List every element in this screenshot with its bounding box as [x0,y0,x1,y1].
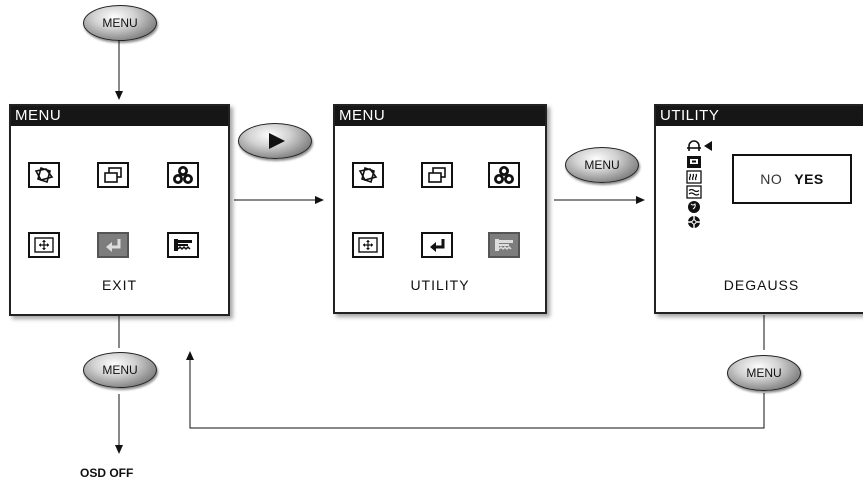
degauss-option-box: NO YES [732,154,852,204]
rgb-color-icon[interactable] [488,162,520,188]
menu-button-right-bottom[interactable]: MENU [727,355,801,391]
panel-title: MENU [335,106,545,126]
window-icon[interactable] [97,162,129,188]
panel-caption: UTILITY [410,277,470,293]
rgb-color-icon[interactable] [167,162,199,188]
option-yes[interactable]: YES [794,171,824,187]
color-temp-icon[interactable] [686,215,702,229]
exit-icon[interactable] [421,232,453,258]
moire-icon[interactable] [686,170,702,184]
geometry-icon[interactable] [28,162,60,188]
globe-icon[interactable] [686,200,702,214]
panel-caption: DEGAUSS [723,277,800,293]
utility-menu-panel: MENU UTILITY [333,104,547,314]
geometry-icon[interactable] [352,162,384,188]
menu-button-label: MENU [102,16,138,30]
utility-icon-list [686,138,716,230]
position-icon[interactable] [28,232,60,258]
main-menu-panel: MENU EXIT [9,104,230,316]
utility-icon[interactable] [167,232,199,258]
degauss-icon[interactable] [686,138,716,154]
wave-icon[interactable] [686,185,702,199]
position-icon[interactable] [352,232,384,258]
utility-submenu-panel: UTILITY NO YES DEGAUSS [654,104,863,314]
menu-button-middle[interactable]: MENU [565,147,639,183]
return-loop [186,351,765,429]
exit-icon[interactable] [97,232,129,258]
menu-button-label: MENU [746,366,782,380]
panel-title: UTILITY [656,106,863,126]
osd-off-label: OSD OFF [80,466,134,480]
menu-button-label: MENU [584,158,620,172]
utility-icon[interactable] [488,232,520,258]
menu-button-label: MENU [102,363,138,377]
panel-caption: EXIT [101,277,138,293]
right-arrow-button[interactable] [238,123,312,159]
menu-button-left-bottom[interactable]: MENU [83,352,157,388]
panel-title: MENU [11,106,228,126]
display-icon[interactable] [686,155,702,169]
option-no[interactable]: NO [760,171,783,187]
menu-button-top[interactable]: MENU [83,5,157,41]
play-arrow-icon [269,133,285,149]
window-icon[interactable] [421,162,453,188]
